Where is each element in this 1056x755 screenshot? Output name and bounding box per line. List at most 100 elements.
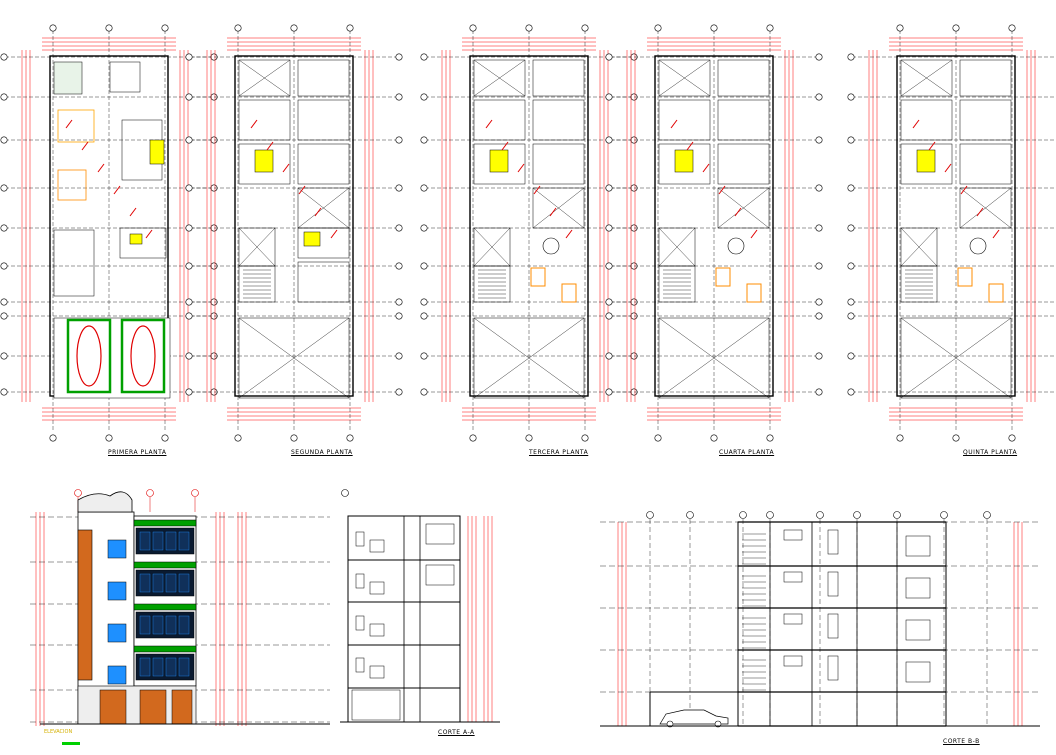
axis-bubble xyxy=(847,352,855,360)
plan-label-quinta: QUINTA PLANTA xyxy=(963,449,1018,456)
open-void xyxy=(900,317,1012,399)
bathroom-highlight xyxy=(916,149,936,173)
figure-silhouette xyxy=(355,531,365,547)
door-swing xyxy=(992,229,1000,239)
furniture xyxy=(369,665,385,679)
window-pane xyxy=(139,573,151,593)
bathroom-highlight xyxy=(489,149,509,173)
window-pane xyxy=(178,657,190,677)
axis-bubble xyxy=(105,434,113,442)
door-swing xyxy=(298,185,306,195)
living-furniture xyxy=(57,169,87,201)
axis-bubble xyxy=(815,298,823,306)
sofa-furniture xyxy=(746,283,762,303)
room xyxy=(238,59,291,97)
bedroom xyxy=(959,99,1012,141)
open-void xyxy=(238,317,350,399)
axis-bubble xyxy=(395,93,403,101)
bedroom xyxy=(297,99,350,141)
axis-bubble xyxy=(0,352,8,360)
door-swing xyxy=(702,163,710,173)
window-pane xyxy=(139,615,151,635)
axis-bubble xyxy=(815,136,823,144)
axis-bubble xyxy=(395,184,403,192)
room xyxy=(532,143,585,185)
void-cross xyxy=(658,317,770,399)
axis-bubble xyxy=(234,434,242,442)
door-swing xyxy=(734,207,742,217)
axis-bubble xyxy=(893,511,901,519)
door-swing xyxy=(517,163,525,173)
section-label-b: CORTE B-B xyxy=(943,738,980,745)
room xyxy=(900,59,953,97)
room xyxy=(297,59,350,97)
furniture xyxy=(783,655,803,667)
axis-bubble xyxy=(605,136,613,144)
green-band xyxy=(133,645,197,653)
car-icon xyxy=(76,325,102,387)
axis-bubble xyxy=(0,184,8,192)
void-cross xyxy=(473,59,526,97)
door-swing xyxy=(928,141,936,151)
axis-bubble xyxy=(74,489,82,497)
window-glass xyxy=(107,581,127,601)
floor-plan-5 xyxy=(847,24,1056,442)
axis-bubble xyxy=(161,24,169,32)
parapet-curve xyxy=(77,491,133,513)
plan-label-segunda: SEGUNDA PLANTA xyxy=(291,449,353,456)
door-swing xyxy=(750,229,758,239)
room xyxy=(959,59,1012,97)
green-band xyxy=(133,519,197,527)
axis-bubble xyxy=(815,184,823,192)
cabinet xyxy=(905,661,931,683)
figure-silhouette xyxy=(827,571,839,597)
axis-bubble xyxy=(290,24,298,32)
garage xyxy=(53,317,171,399)
axis-bubble xyxy=(420,298,428,306)
window-pane xyxy=(165,573,177,593)
window-pane xyxy=(152,657,164,677)
door-swing xyxy=(113,185,121,195)
axis-bubble xyxy=(0,136,8,144)
door-swing xyxy=(145,229,153,239)
axis-bubble xyxy=(815,312,823,320)
room xyxy=(109,61,141,93)
axis-bubble xyxy=(815,388,823,396)
axis-bubble xyxy=(0,298,8,306)
axis-bubble xyxy=(395,224,403,232)
axis-bubble xyxy=(420,352,428,360)
ground-door xyxy=(139,689,167,725)
axis-bubble xyxy=(815,93,823,101)
axis-bubble xyxy=(896,434,904,442)
garden-area xyxy=(53,61,83,95)
axis-bubble xyxy=(146,489,154,497)
axis-bubble xyxy=(469,24,477,32)
room xyxy=(297,143,350,185)
axis-bubble xyxy=(605,312,613,320)
stair-room xyxy=(900,265,938,303)
axis-bubble xyxy=(525,24,533,32)
axis-bubble xyxy=(847,298,855,306)
window-pane xyxy=(165,531,177,551)
axis-bubble xyxy=(395,262,403,270)
axis-bubble xyxy=(766,24,774,32)
door-swing xyxy=(266,141,274,151)
bathroom-highlight xyxy=(254,149,274,173)
door-swing xyxy=(670,119,678,129)
axis-bubble xyxy=(847,136,855,144)
stair-room xyxy=(53,229,95,297)
exterior-wall xyxy=(896,55,1016,397)
furniture xyxy=(369,581,385,595)
axis-bubble xyxy=(605,352,613,360)
dining-table xyxy=(969,237,987,255)
window-pane xyxy=(178,531,190,551)
axis-bubble xyxy=(395,298,403,306)
car-icon xyxy=(130,325,156,387)
bathroom-highlight xyxy=(303,231,321,247)
void-cross xyxy=(297,187,350,229)
figure-silhouette xyxy=(827,655,839,681)
room xyxy=(532,59,585,97)
window-pane xyxy=(139,657,151,677)
axis-bubble xyxy=(469,434,477,442)
bedroom xyxy=(900,99,953,141)
